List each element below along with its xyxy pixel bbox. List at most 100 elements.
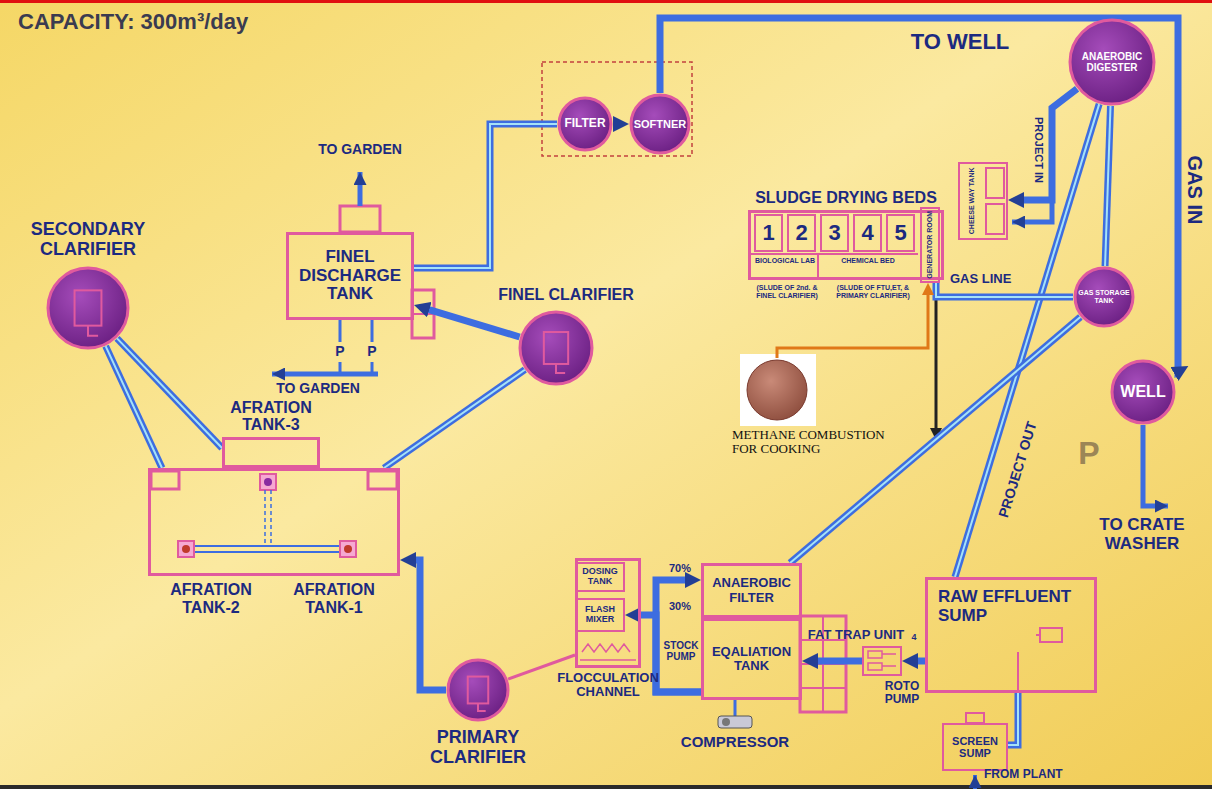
fat-trap-filters [868, 663, 882, 670]
pipe-highlight [1105, 106, 1110, 266]
pipe-line [912, 658, 925, 665]
pipe-highlight [1008, 693, 1018, 745]
tank-box: FINEL DISCHARGE TANK [286, 232, 414, 320]
pipe-line [1105, 106, 1110, 266]
tank-circle: SECONDARY CLARIFIER [46, 266, 130, 350]
clarifier-bridge [544, 332, 568, 364]
tank-box: EQALIATION TANK [701, 618, 802, 700]
pipe-label: 70% [662, 562, 698, 574]
pipe-line [955, 104, 1099, 577]
burner-ground [740, 354, 816, 426]
pipe-connector [1018, 89, 1077, 200]
plant-label: P [364, 344, 380, 359]
pipe-connector [812, 661, 862, 662]
node-label: ANAEROBIC FILTER [704, 576, 799, 605]
compressor-symbol [718, 716, 752, 728]
pipe-label: TO WELL [880, 30, 1040, 54]
flocculation-baffles [580, 644, 636, 660]
tank-box: AFRATION TANK-2 [148, 468, 274, 576]
ground [0, 785, 1212, 789]
pipe-label: PROJECT IN [1033, 105, 1045, 195]
pipe-connector [955, 104, 1099, 577]
cheese-compartments [986, 168, 1004, 198]
bed-strip [750, 254, 918, 278]
tank-box: ANAEROBIC FILTER [701, 563, 802, 618]
ground [0, 0, 1212, 3]
plant-label: FROM PLANT [984, 768, 1084, 781]
sump-fittings [1040, 628, 1062, 642]
compressor-symbol [722, 718, 730, 726]
tank-box: FLASH MIXER [575, 598, 625, 632]
node-label: FLOCCULATION CHANNEL [548, 671, 668, 700]
aeration-fittings [340, 541, 356, 557]
node-label: GAS STORAGE TANK [1073, 289, 1135, 304]
gas-downpipe [936, 300, 937, 440]
plant-label: TO CRATE WASHER [1076, 516, 1208, 553]
discharge-fittings [272, 172, 434, 374]
crate-washer-pipe [1143, 425, 1168, 506]
tank-box: GENERATOR ROOM [920, 207, 940, 283]
node-label: FAT TRAP UNIT [801, 628, 911, 642]
node-label: CHEESE WAY TANK [967, 168, 975, 235]
flocculation-baffles [582, 644, 630, 652]
discharge-fittings [358, 172, 363, 206]
crate-washer-pipe [1143, 425, 1168, 506]
tank-circle-outline [46, 266, 130, 350]
tank-circle-outline [520, 312, 592, 384]
node-label: EQALIATION TANK [704, 645, 799, 674]
sump-fittings [1017, 652, 1019, 693]
pipe-highlight [955, 104, 1099, 577]
node-label: AFRATION TANK-1 [274, 581, 394, 616]
plant-label: ROTO PUMP [881, 680, 923, 706]
aeration-fittings [194, 546, 340, 552]
pipe-connector [613, 124, 619, 125]
bed-strip [750, 254, 918, 278]
node-label: FLASH MIXER [577, 605, 623, 625]
plant-label: GAS IN [1184, 140, 1206, 240]
plant-label: (SLUDE OF 2nd. & FINEL CLARIFIER) [750, 284, 824, 299]
node-label: RAW EFFLUENT SUMP [938, 588, 1078, 625]
discharge-fittings [340, 320, 372, 374]
compressor-symbol [718, 700, 752, 728]
node-label: GENERATOR ROOM [926, 211, 934, 279]
pipe-connector [1008, 693, 1018, 745]
cheese-compartments [986, 204, 1004, 234]
tank-box: CHEESE WAY TANK [958, 162, 1008, 240]
tank-box: DOSING TANK [575, 562, 625, 592]
aeration-fittings [151, 471, 179, 489]
plant-label: TO GARDEN [310, 142, 410, 157]
tank-box: RAW EFFLUENT SUMP [925, 577, 1097, 693]
clarifier-bridge [75, 290, 102, 325]
plant-label: P [332, 344, 348, 359]
tank-box: 2 [787, 214, 816, 252]
aeration-fittings [344, 545, 352, 553]
pipe-line [660, 18, 1180, 372]
node-label: FINEL DISCHARGE TANK [289, 248, 411, 304]
aeration-fittings [265, 490, 271, 544]
sump-fittings [1036, 634, 1040, 636]
tank-circle-outline [559, 98, 611, 150]
node-label: 1 [762, 221, 774, 245]
gas-downpipe [935, 300, 938, 440]
tank-box: FAT TRAP UNIT [862, 646, 902, 676]
plant-label: P [1072, 436, 1106, 471]
pipe-connector [423, 308, 519, 337]
sump-fittings [966, 713, 984, 723]
node-label: METHANE COMBUSTION FOR COOKING [732, 428, 902, 457]
pipe-connector [656, 580, 701, 692]
aeration-fittings [264, 478, 272, 486]
node-label: SLUDGE DRYING BEDS [731, 189, 961, 207]
discharge-fittings [272, 372, 378, 377]
fat-trap-filters [868, 651, 896, 670]
discharge-fittings [412, 290, 434, 338]
pipe-line [414, 124, 557, 268]
node-label: AFRATION TANK-3 [211, 399, 331, 434]
tank-box: 12345GENERATOR ROOMSLUDGE DRYING BEDS [748, 210, 944, 280]
node-label: FINEL CLARIFIER [491, 286, 641, 304]
pipe-line [1008, 693, 1018, 745]
tank-circle: PRIMARY CLARIFIER [446, 658, 510, 722]
plant-label: BIOLOGICAL LAB [754, 257, 816, 265]
tank-circle: GAS STORAGE TANK [1073, 266, 1135, 328]
clarifier-outlet [556, 364, 565, 373]
